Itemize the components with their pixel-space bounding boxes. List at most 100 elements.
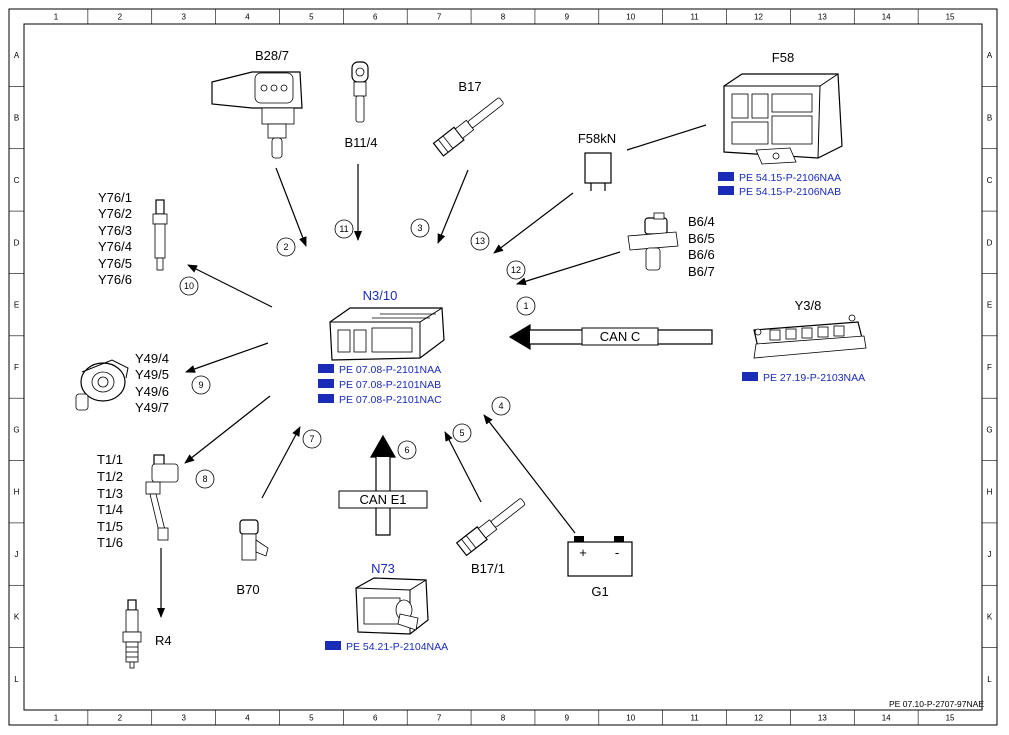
callout-5: 5 [452,423,472,443]
svg-text:+: + [579,545,587,560]
grid-column-label: 10 [626,13,635,22]
arrow-b28-7 [275,167,307,247]
svg-text:T1/6: T1/6 [97,535,123,550]
pressure-sensor-icon [211,71,303,159]
svg-text:PE 07.08-P-2101NAC: PE 07.08-P-2101NAC [339,394,442,406]
arrow-y76 [187,264,273,308]
svg-text:T1/4: T1/4 [97,502,123,517]
svg-text:9: 9 [198,380,203,390]
grid-row-label: B [14,114,19,123]
svg-text:-: - [615,545,619,560]
ignition-coil-icon [145,454,179,541]
y76-injectors: Y76/1 Y76/2 Y76/3 Y76/4 Y76/5 Y76/6 [98,190,168,287]
callout-12: 12 [506,260,526,280]
r4-spark-plug: R4 [122,599,172,669]
b28-7-pressure-sensor: B28/7 [211,48,303,159]
grid-row-label: F [14,363,19,372]
svg-text:PE 54.15-P-2106NAA: PE 54.15-P-2106NAA [739,172,841,184]
grid-column-label: 7 [437,13,442,22]
grid-column-label: 14 [882,714,891,723]
grid-column-label: 5 [309,13,314,22]
svg-text:F58: F58 [772,50,794,65]
callout-6: 6 [397,440,417,460]
callout-10: 10 [179,276,199,296]
grid-column-label: 2 [118,13,123,22]
svg-text:B6/7: B6/7 [688,264,715,279]
injector-icon [152,199,168,271]
svg-text:F58kN: F58kN [578,131,616,146]
t1-ignition-coils: T1/1 T1/2 T1/3 T1/4 T1/5 T1/6 [97,452,179,550]
callout-13: 13 [470,231,490,251]
n3-10-control-unit: N3/10 PE 07.08-P-2101NAA PE 07.08-P-2101… [318,288,445,406]
grid-row-label: J [15,550,19,559]
svg-text:Y76/2: Y76/2 [98,206,132,221]
grid-column-label: 12 [754,13,763,22]
grid-column-label: 11 [690,13,699,22]
svg-text:6: 6 [404,445,409,455]
can-c-label: CAN C [600,329,640,344]
callout-4: 4 [491,396,511,416]
ref-link: PE 54.15-P-2106NAA [718,172,841,184]
grid-column-label: 6 [373,714,378,723]
svg-text:B6/6: B6/6 [688,247,715,262]
svg-text:Y49/5: Y49/5 [135,367,169,382]
svg-text:N73: N73 [371,561,395,576]
spark-plug-icon [122,599,142,669]
grid-column-label: 6 [373,13,378,22]
svg-text:Y76/4: Y76/4 [98,239,132,254]
svg-text:G1: G1 [591,584,608,599]
arrow-f58kn [493,192,574,254]
grid-column-label: 8 [501,13,506,22]
grid-row-label: D [987,238,993,247]
actuator-icon [75,359,129,411]
grid-column-label: 13 [818,714,827,723]
svg-text:B28/7: B28/7 [255,48,289,63]
svg-text:T1/5: T1/5 [97,519,123,534]
callout-11: 11 [334,219,354,239]
ref-link: PE 27.19-P-2103NAA [742,372,865,384]
grid-column-label: 13 [818,13,827,22]
f58kn-relay: F58kN [578,131,616,191]
grid-column-label: 8 [501,714,506,723]
callout-3: 3 [410,218,430,238]
can-e1-bus: CAN E1 [338,434,428,536]
svg-text:T1/1: T1/1 [97,452,123,467]
ref-link: PE 07.08-P-2101NAC [318,394,442,406]
svg-text:12: 12 [511,265,521,275]
ignition-switch-icon [355,577,429,635]
callout-8: 8 [195,469,215,489]
grid-row-label: H [14,488,20,497]
can-c-bus: CAN C [508,323,713,351]
connection-arrows [157,124,707,618]
grid-column-label: 3 [181,714,186,723]
grid-row-label: D [14,238,20,247]
arrow-t1 [184,395,271,464]
svg-text:Y49/6: Y49/6 [135,384,169,399]
svg-text:B70: B70 [236,582,259,597]
svg-text:11: 11 [339,224,348,234]
ref-link: PE 07.08-P-2101NAB [318,379,441,391]
grid-row-label: C [987,176,993,185]
b17-temperature-sensor: B17 [432,79,504,157]
svg-text:1: 1 [523,301,528,311]
callout-9: 9 [191,375,211,395]
f58-fuse-relay-box: F58 PE 54.15-P-2106NAA PE 54.15-P-2106NA… [718,50,843,198]
f58-f58kn-leader [626,124,707,151]
grid-column-label: 1 [54,714,59,723]
svg-text:3: 3 [417,223,422,233]
temperature-sensor-icon [432,97,504,157]
grid-column-label: 15 [946,13,955,22]
grid-column-label: 11 [690,714,699,723]
temperature-sensor-icon [455,498,526,557]
svg-text:7: 7 [309,434,314,444]
battery-icon: + - [567,536,633,577]
arrow-b17 [437,169,469,244]
b6-camshaft-sensor: B6/4 B6/5 B6/6 B6/7 [627,212,715,279]
control-unit-icon [329,307,445,361]
svg-text:2: 2 [283,242,288,252]
temperature-sensor-icon [351,61,369,123]
